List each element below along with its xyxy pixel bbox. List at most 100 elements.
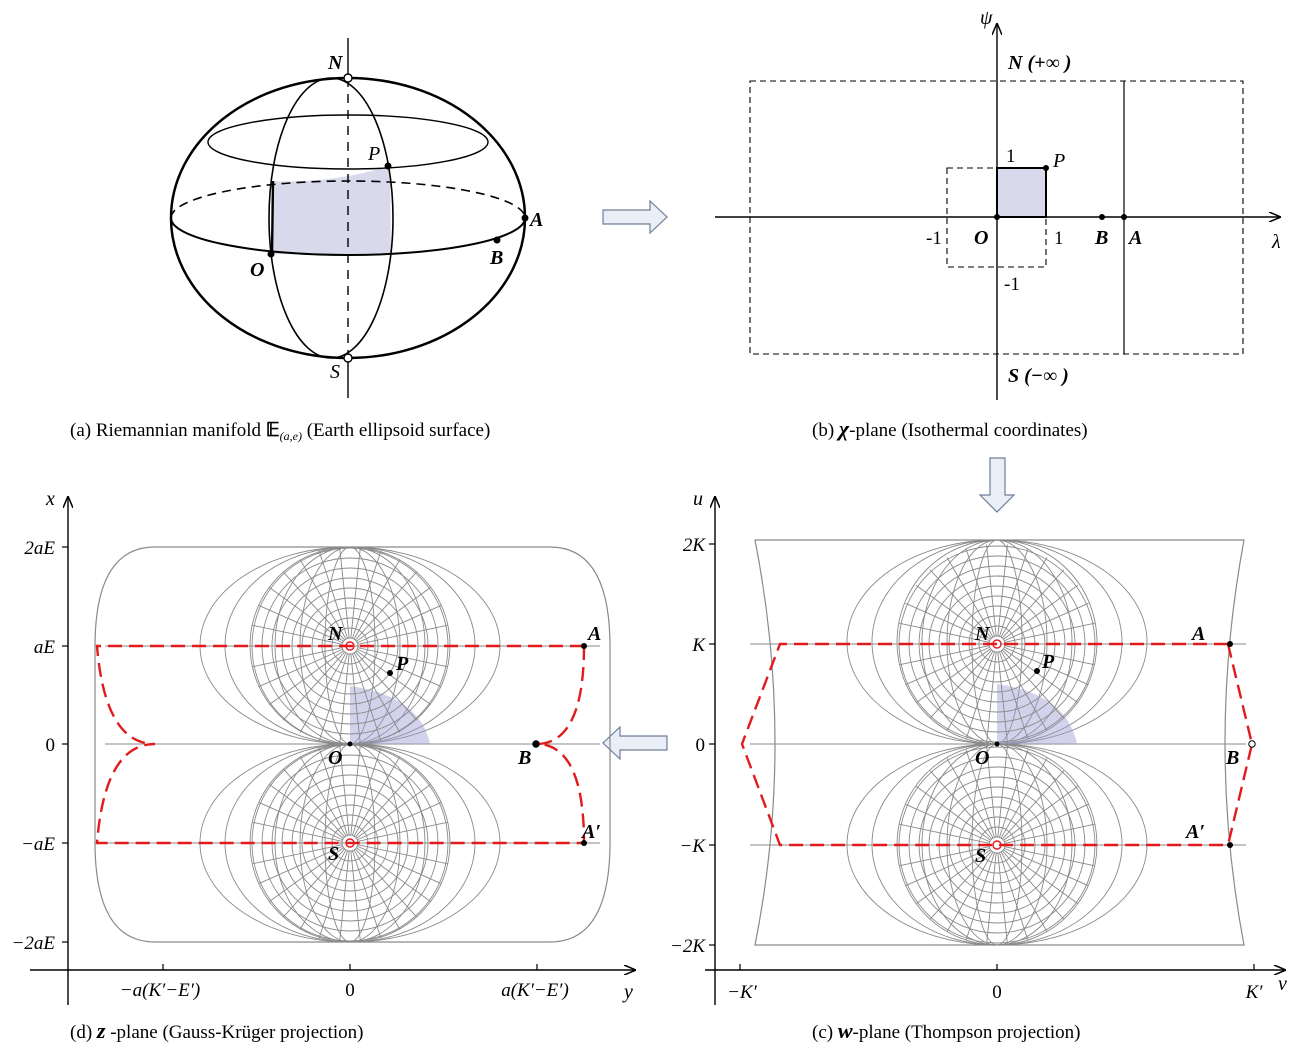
label-b-south: S (−∞ ) [1008, 365, 1069, 387]
label-d-A-prime: A′ [580, 821, 601, 843]
point-marker [1034, 668, 1040, 674]
tick-d-zero: 0 [345, 980, 355, 1001]
red-boundary-right [537, 645, 586, 844]
grid-ray [986, 745, 997, 838]
grid-ray [929, 649, 992, 719]
grid-ray [899, 823, 990, 844]
grid-ray [352, 653, 382, 742]
grid-ray [1002, 649, 1065, 719]
axis-label-psi: ψ [980, 7, 993, 29]
lobe-arcs [846, 539, 1148, 745]
axis-label-x: x [45, 488, 55, 510]
grid-ray [986, 651, 997, 744]
grid-ray [357, 648, 442, 688]
grid-ray [1003, 648, 1079, 704]
tick-c-K: K [691, 635, 706, 656]
grid-ray [946, 650, 994, 731]
grid-ray [252, 821, 343, 842]
grid-ray [357, 845, 442, 885]
grid-ray [299, 652, 347, 733]
grid-ray [339, 744, 350, 836]
grid-ray [929, 569, 992, 639]
grid-ray [339, 653, 350, 744]
tick-c-neg-K: −K [680, 836, 707, 857]
label-d-A: A [586, 623, 601, 645]
grid-ray [318, 550, 348, 639]
label-b-O: O [974, 227, 988, 249]
grid-ray [299, 756, 347, 837]
tick-c-2K: 2K [683, 535, 707, 556]
grid-ray [357, 844, 448, 865]
grid-ray [915, 785, 991, 841]
tick-d-aE: aE [34, 637, 56, 658]
tick-c-neg-2K: −2K [670, 936, 706, 957]
grid-ray [1000, 851, 1048, 932]
red-boundary-right [1226, 643, 1254, 846]
point-O [347, 741, 353, 747]
outer-boundary [94, 546, 611, 943]
grid-ray [1004, 823, 1095, 844]
grid-ray [268, 586, 344, 642]
meridian [268, 77, 394, 359]
arrow-c-to-d [602, 725, 668, 761]
grid-ray [899, 846, 990, 867]
label-d-P: P [395, 653, 409, 675]
grid-ray [318, 850, 348, 939]
tick-d-neg-2aE: −2aE [12, 933, 56, 954]
grid-ray [915, 849, 991, 905]
label-b-P: P [1052, 150, 1065, 172]
tick-d-neg-aKE: −a(K′−E′) [120, 980, 200, 1001]
grid-ray [356, 783, 432, 839]
caption-c: (c) w-plane (Thompson projection) [812, 1018, 1080, 1043]
grid-ray [1000, 650, 1048, 731]
grid-ray [1002, 850, 1065, 920]
tick-b-one-y: 1 [1006, 146, 1016, 167]
tick-d-neg-aE: −aE [21, 834, 55, 855]
grid-ray [997, 544, 1008, 637]
grid-ray [905, 646, 990, 686]
label-a-O: O [250, 259, 264, 281]
grid-ray [350, 547, 361, 639]
label-b-B: B [1094, 227, 1108, 249]
grid-ray [258, 604, 343, 644]
red-boundary [740, 642, 1228, 847]
point-marker [387, 670, 393, 676]
label-a-S: S [330, 361, 340, 383]
label-a-N: N [327, 52, 344, 74]
grid-ray [1000, 758, 1048, 839]
label-d-O: O [328, 747, 342, 769]
grid-ray [915, 648, 991, 704]
grid-ray [352, 850, 382, 939]
grid-ray [356, 847, 432, 903]
grid-ray [997, 852, 1008, 945]
caption-d: (d) z -plane (Gauss-Krüger projection) [70, 1018, 363, 1043]
panel-d-z-plane: x y 2aE aE 0 −aE −2aE −a(K′−E′) 0 a(K′−E… [12, 488, 635, 1005]
grid-ray [946, 851, 994, 932]
panel-c-w-plane: u v 2K K 0 −K −2K −K′ 0 K′ N S P O B A A… [670, 488, 1287, 1005]
tick-b-neg-one-x: -1 [926, 228, 942, 249]
pole-grid [250, 744, 450, 942]
grid-ray [905, 847, 990, 887]
grid-ray [965, 651, 995, 740]
tick-c-Kp: K′ [1245, 982, 1264, 1003]
grid-ray [929, 770, 992, 840]
grid-ray [268, 650, 344, 706]
tick-c-zero: 0 [992, 982, 1002, 1003]
grid-ray [339, 850, 350, 942]
grid-ray [999, 651, 1029, 740]
grid-ray [946, 557, 994, 638]
grid-ray [999, 749, 1029, 838]
grid-d [94, 546, 611, 943]
grid-ray [946, 758, 994, 839]
tick-b-neg-one-y: -1 [1004, 274, 1020, 295]
grid-ray [355, 651, 418, 721]
grid-ray [258, 845, 343, 885]
tick-d-0: 0 [46, 735, 56, 756]
tick-c-neg-Kp: −K′ [727, 982, 757, 1003]
grid-ray [965, 852, 995, 941]
point-B [1248, 740, 1256, 748]
tick-d-aKE: a(K′−E′) [501, 980, 569, 1001]
grid-ray [1004, 622, 1095, 643]
label-c-A: A [1190, 623, 1205, 645]
